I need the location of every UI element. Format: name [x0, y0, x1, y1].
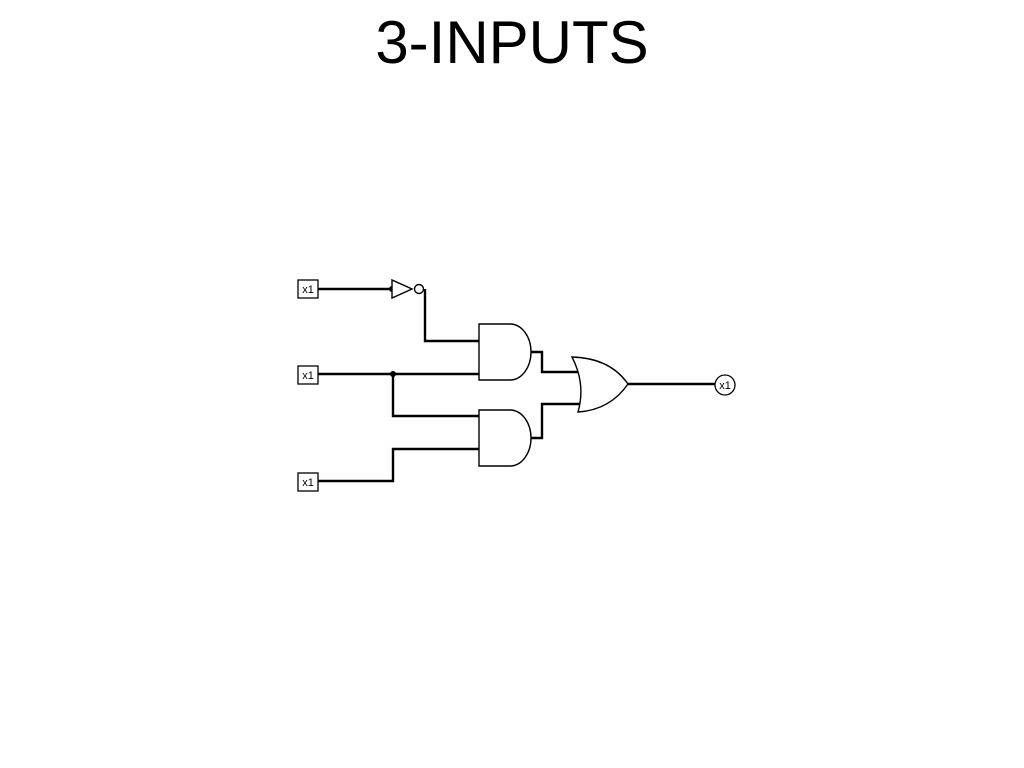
and-gate-1: [478, 323, 532, 381]
input-port-2: x1: [297, 365, 319, 385]
input-port-3: x1: [297, 472, 319, 492]
wire-input2-to-and2: [391, 374, 479, 418]
input-port-1-label: x1: [302, 284, 314, 296]
output-port: x1: [714, 374, 736, 396]
wire-not-to-and1: [423, 289, 479, 343]
input-port-2-label: x1: [302, 370, 314, 382]
or-gate: [570, 356, 629, 413]
input-port-3-label: x1: [302, 477, 314, 489]
wires: [318, 287, 715, 483]
input-port-1: x1: [297, 279, 319, 299]
wire-input3-to-and2: [318, 447, 479, 483]
wire-and1-to-or: [531, 350, 580, 374]
not-gate: [391, 278, 425, 300]
and-gate-2: [478, 409, 532, 467]
wire-and2-to-or: [531, 402, 580, 440]
junction-dot-input2: [390, 371, 396, 377]
output-port-label: x1: [719, 380, 731, 392]
slide-title: 3-INPUTS: [375, 9, 649, 76]
